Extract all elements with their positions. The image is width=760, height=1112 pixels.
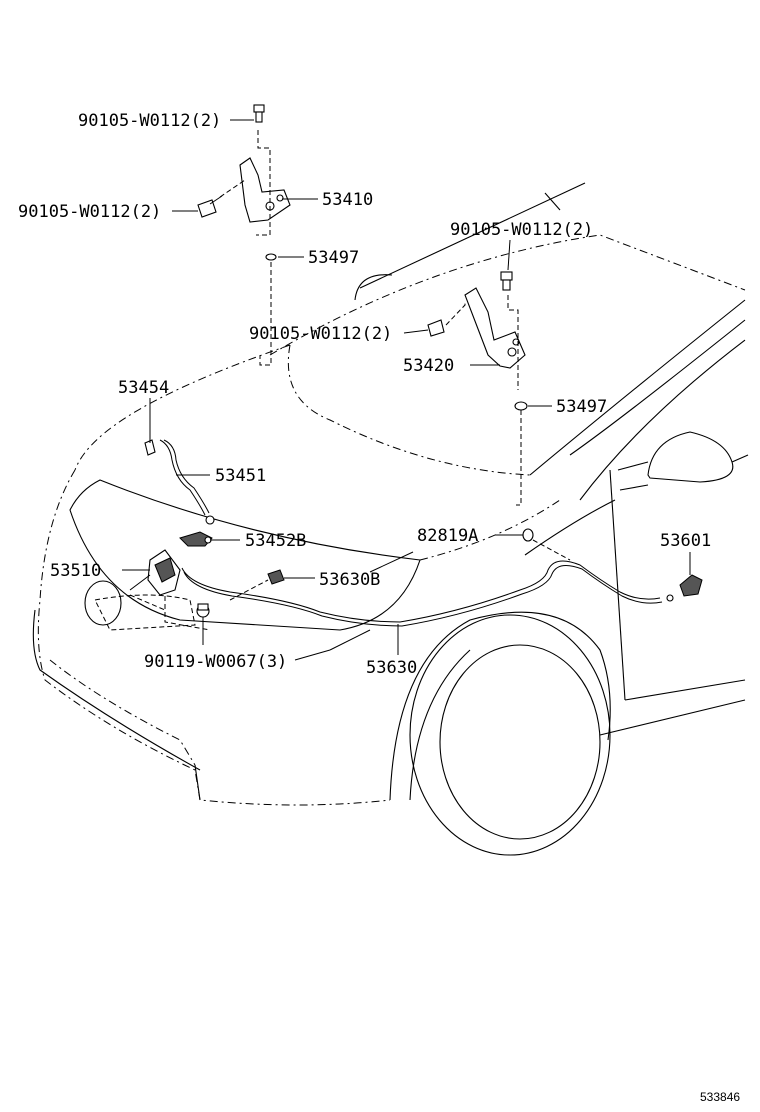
side-mirror <box>647 431 734 483</box>
bolt-lock <box>196 603 210 618</box>
grille-line <box>49 659 196 766</box>
door-front-line <box>609 469 626 701</box>
label-hinge-rh: 53420 <box>403 356 454 376</box>
guide-rh <box>507 295 522 506</box>
label-washer-rh: 53497 <box>556 397 607 417</box>
parts-group <box>129 104 703 631</box>
release-cable <box>181 560 661 623</box>
label-hood-lock: 53510 <box>50 561 101 581</box>
door-bottom <box>624 679 746 701</box>
guide-rh-bolt <box>445 302 466 326</box>
guide-lh <box>256 130 272 366</box>
rocker-line <box>599 699 746 736</box>
label-cable-clamp: 53630B <box>319 570 380 590</box>
car-body-outline <box>32 182 749 856</box>
mirror-stalk <box>731 454 749 463</box>
hood-support-rod <box>144 439 215 525</box>
fog-lamp <box>84 580 122 626</box>
windshield-edge <box>359 182 586 289</box>
guide-grommet <box>532 539 571 561</box>
guide-lock <box>129 594 211 631</box>
hood-hinge-rh <box>464 287 526 369</box>
front-wheel <box>439 644 601 840</box>
release-lever <box>666 574 703 602</box>
reference-number: 533846 <box>700 1090 740 1104</box>
a-pillar <box>569 319 746 456</box>
hood-front-edge <box>74 344 291 471</box>
label-bolt-right-top: 90105-W0112(2) <box>450 220 593 240</box>
cable-clamp <box>267 569 285 585</box>
washer-lh <box>265 253 277 261</box>
label-bolt-left: 90105-W0112(2) <box>18 202 161 222</box>
label-release-cable: 53630 <box>366 658 417 678</box>
wheel-arch <box>389 611 611 801</box>
bolt-right-top <box>500 271 513 291</box>
label-release-lever: 53601 <box>660 531 711 551</box>
bolt-left <box>197 195 223 218</box>
guide-clamp <box>229 579 269 601</box>
hood-center-curve <box>287 344 531 476</box>
wiper-cowl <box>354 274 393 301</box>
a-pillar-inner <box>579 339 746 501</box>
washer-rh <box>514 401 528 411</box>
bumper-lower <box>32 609 201 801</box>
bolt-right-mid <box>427 319 445 337</box>
fender-line <box>524 499 616 556</box>
fender-top <box>419 499 561 561</box>
label-bolt-right-mid: 90105-W0112(2) <box>249 324 392 344</box>
guide-lh-bolt <box>219 179 246 198</box>
windshield-upper <box>544 192 561 211</box>
hood-hinge-lh <box>239 157 291 223</box>
windshield-lower <box>529 299 746 476</box>
rod-holder <box>179 531 213 547</box>
label-clip-support: 53454 <box>118 378 169 398</box>
front-tire <box>409 614 611 856</box>
label-hinge-lh: 53410 <box>322 190 373 210</box>
bolt-top <box>253 104 265 123</box>
label-bolt-lock: 90119-W0067(3) <box>144 652 287 672</box>
label-grommet: 82819A <box>417 526 478 546</box>
mirror-base <box>617 461 649 491</box>
headlight <box>69 479 421 631</box>
label-washer-lh: 53497 <box>308 248 359 268</box>
label-support-rod: 53451 <box>215 466 266 486</box>
leader-lines <box>122 119 691 661</box>
wheel-arch-inner <box>409 649 471 801</box>
label-rod-holder: 53452B <box>245 531 306 551</box>
grommet <box>522 528 534 542</box>
part-labels: 90105-W0112(2) 90105-W0112(2) 53410 5349… <box>18 111 711 678</box>
hood-lock <box>129 549 181 596</box>
release-cable-2 <box>183 564 663 627</box>
label-bolt-top: 90105-W0112(2) <box>78 111 221 131</box>
bumper-outline <box>37 469 391 806</box>
